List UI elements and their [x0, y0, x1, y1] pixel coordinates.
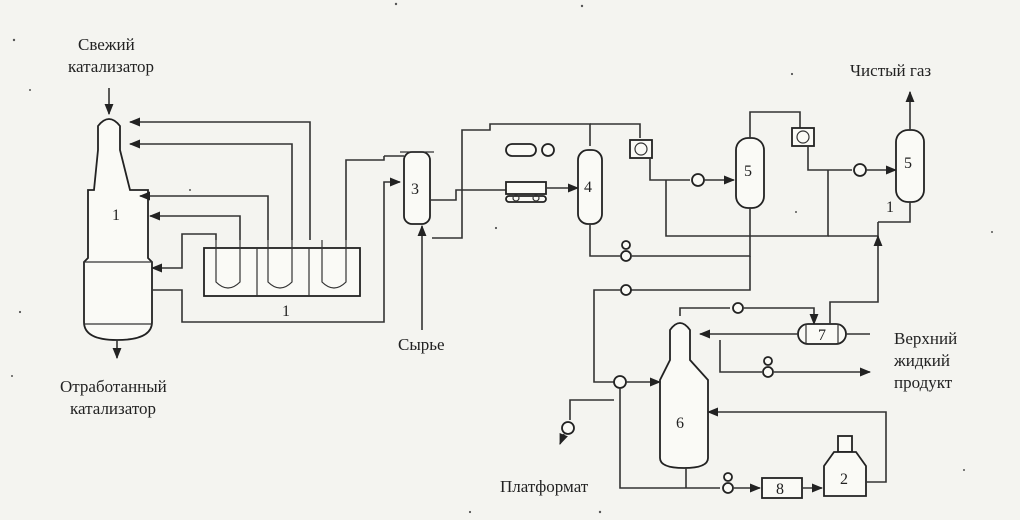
clean-gas-label: Чистый газ — [850, 61, 931, 80]
vessel-7: 7 — [797, 323, 847, 345]
top-liquid-label-2: жидкий — [893, 351, 950, 370]
heat-exchanger-a — [505, 143, 555, 157]
vessel-3: 3 — [400, 151, 434, 225]
fresh-catalyst-label-2: катализатор — [68, 57, 154, 76]
valve-icon — [722, 482, 734, 494]
feed-label: Сырье — [398, 335, 445, 354]
reactor-number: 1 — [112, 207, 120, 224]
compressor-b — [791, 127, 815, 147]
exchanger-8: 8 — [761, 477, 803, 499]
compressor-a — [629, 139, 653, 159]
separator-5b-mark: 1 — [886, 199, 894, 216]
fresh-catalyst-label-1: Свежий — [78, 35, 135, 54]
spent-catalyst-label-1: Отработанный — [60, 377, 167, 396]
top-liquid-label-3: продукт — [894, 373, 953, 392]
pump-icon — [561, 421, 575, 435]
heat-exchanger-c — [613, 375, 627, 389]
heat-exchanger-b — [505, 181, 547, 203]
vessel-3-number: 3 — [411, 181, 419, 198]
top-liquid-label-1: Верхний — [894, 329, 957, 348]
heater-1: 1 — [203, 240, 361, 320]
platformate-label: Платформат — [500, 477, 589, 496]
vessel-4-number: 4 — [584, 179, 592, 196]
column-6: 6 — [659, 322, 709, 469]
exchanger-8-number: 8 — [776, 481, 784, 498]
separator-5b: 5 — [895, 129, 925, 203]
furnace-2-number: 2 — [840, 471, 848, 488]
valve-icon — [853, 163, 867, 177]
column-6-number: 6 — [676, 415, 684, 432]
valve-icon — [732, 302, 744, 314]
vessel-4: 4 — [577, 149, 603, 225]
valve-icon — [620, 250, 632, 262]
separator-5a: 5 — [735, 137, 765, 209]
reactor-heater-piping — [128, 117, 402, 323]
valve-icon — [762, 366, 774, 378]
heater-number: 1 — [282, 303, 290, 320]
valve-icon — [691, 173, 705, 187]
separator-5b-number: 5 — [904, 155, 912, 172]
scan-specks — [11, 2, 993, 514]
vessel-7-number: 7 — [818, 327, 826, 344]
separator-5a-number: 5 — [744, 163, 752, 180]
reactor-1: 1 — [83, 118, 153, 341]
valve-icon — [620, 284, 632, 296]
furnace-2: 2 — [823, 435, 867, 497]
spent-catalyst-label-2: катализатор — [70, 399, 156, 418]
